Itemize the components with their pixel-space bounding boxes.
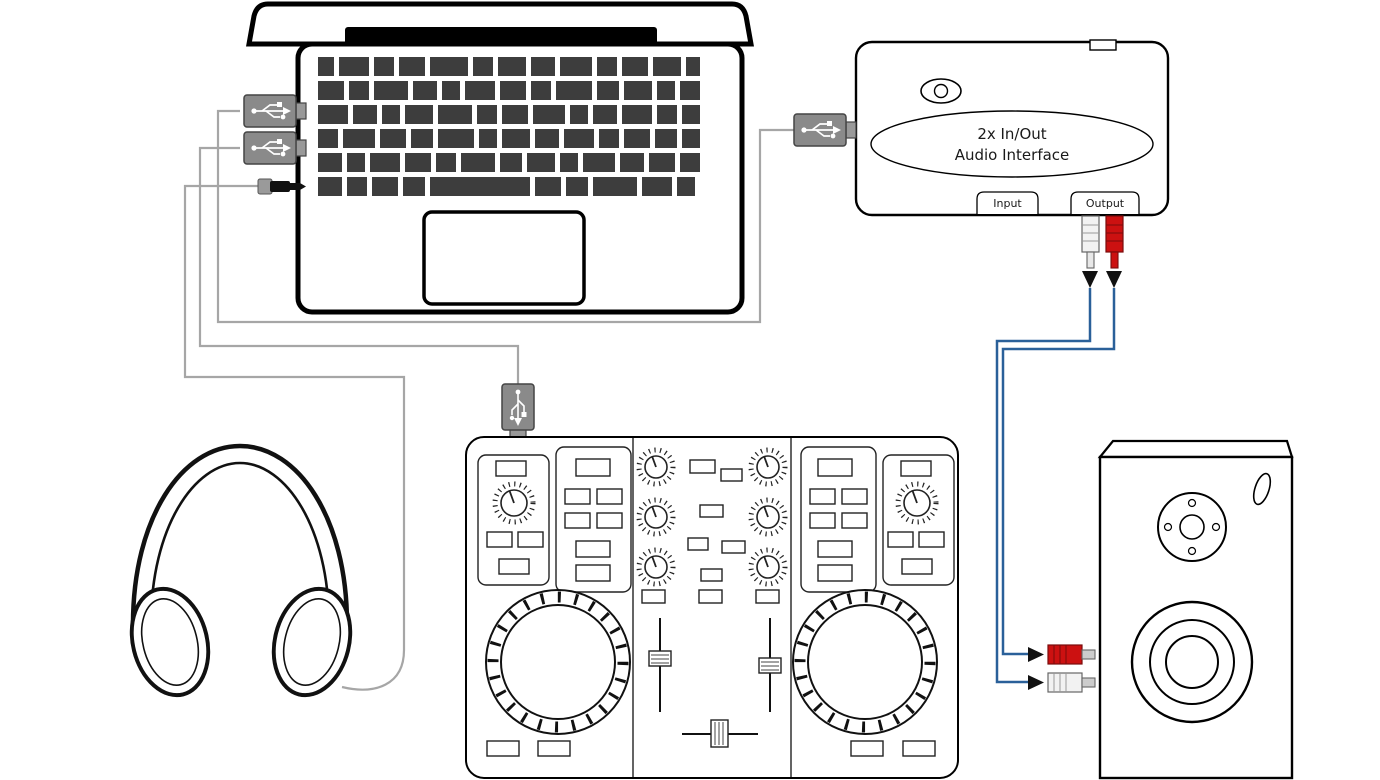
input-tab	[976, 191, 1039, 214]
arrow-right-icon	[1028, 675, 1044, 690]
crossfader	[682, 719, 758, 748]
input-label: Input	[993, 197, 1022, 210]
rca-output-red	[1105, 215, 1124, 288]
rca-speaker-white	[1028, 672, 1096, 693]
audio-interface-label-panel	[870, 110, 1154, 178]
usb-trident-icon	[509, 389, 527, 426]
audio-interface-label-line2: Audio Interface	[955, 146, 1070, 164]
usb-cable-to-audio-interface	[216, 109, 794, 324]
gray-cables	[183, 109, 794, 691]
rca-output-white	[1081, 215, 1100, 288]
jog-wheels	[485, 589, 938, 735]
laptop-screen-edge	[345, 27, 657, 46]
audio-interface: 2x In/Out Audio Interface Input Output	[854, 39, 1170, 217]
mixer-buttons	[641, 459, 780, 604]
studio-monitor	[1097, 439, 1294, 780]
headband-outer	[130, 443, 350, 625]
headphones	[129, 443, 353, 698]
ear-cup-right	[271, 586, 353, 698]
rca-speaker-red	[1028, 644, 1096, 665]
usb-cable-to-dj-controller	[198, 146, 520, 384]
rca-cable-white	[995, 288, 1092, 684]
headband-inner	[149, 461, 331, 625]
channel-fader-left	[648, 618, 672, 712]
usb-trident-icon	[251, 139, 291, 157]
right-deck-panel	[882, 454, 955, 586]
output-tab	[1070, 191, 1140, 214]
woofer	[1130, 600, 1254, 724]
speaker-top	[1097, 439, 1294, 459]
usb-trident-icon	[251, 102, 291, 120]
rca-cable-red	[1001, 288, 1116, 656]
left-deck-buttons	[555, 446, 632, 593]
arrow-down-icon	[1082, 271, 1098, 288]
left-deck-panel	[477, 454, 550, 586]
audio-interface-notch	[1089, 39, 1117, 51]
arrow-down-icon	[1106, 271, 1122, 288]
bass-port	[1252, 472, 1272, 506]
usb-plug-audio-interface	[793, 113, 857, 147]
arrow-right-icon	[1028, 647, 1044, 662]
knobs	[492, 447, 939, 587]
audio-interface-label-line1: 2x In/Out	[977, 125, 1046, 143]
usb-plug-2	[243, 131, 307, 165]
output-label: Output	[1086, 197, 1125, 210]
laptop-keyboard	[318, 57, 700, 196]
usb-plug-dj-controller	[501, 383, 535, 440]
channel-fader-right	[758, 618, 782, 712]
right-deck-buttons	[800, 446, 877, 593]
tweeter	[1157, 492, 1227, 562]
bottom-buttons	[486, 740, 936, 757]
rca-cables	[995, 288, 1116, 684]
laptop-trackpad	[422, 210, 586, 306]
usb-trident-icon	[801, 121, 841, 139]
audio-jack-plug	[257, 178, 306, 195]
headphone-cable	[183, 184, 406, 691]
usb-plug-1	[243, 94, 307, 128]
laptop	[246, 1, 754, 315]
ear-cup-left	[129, 586, 211, 698]
dj-controller	[465, 383, 959, 779]
